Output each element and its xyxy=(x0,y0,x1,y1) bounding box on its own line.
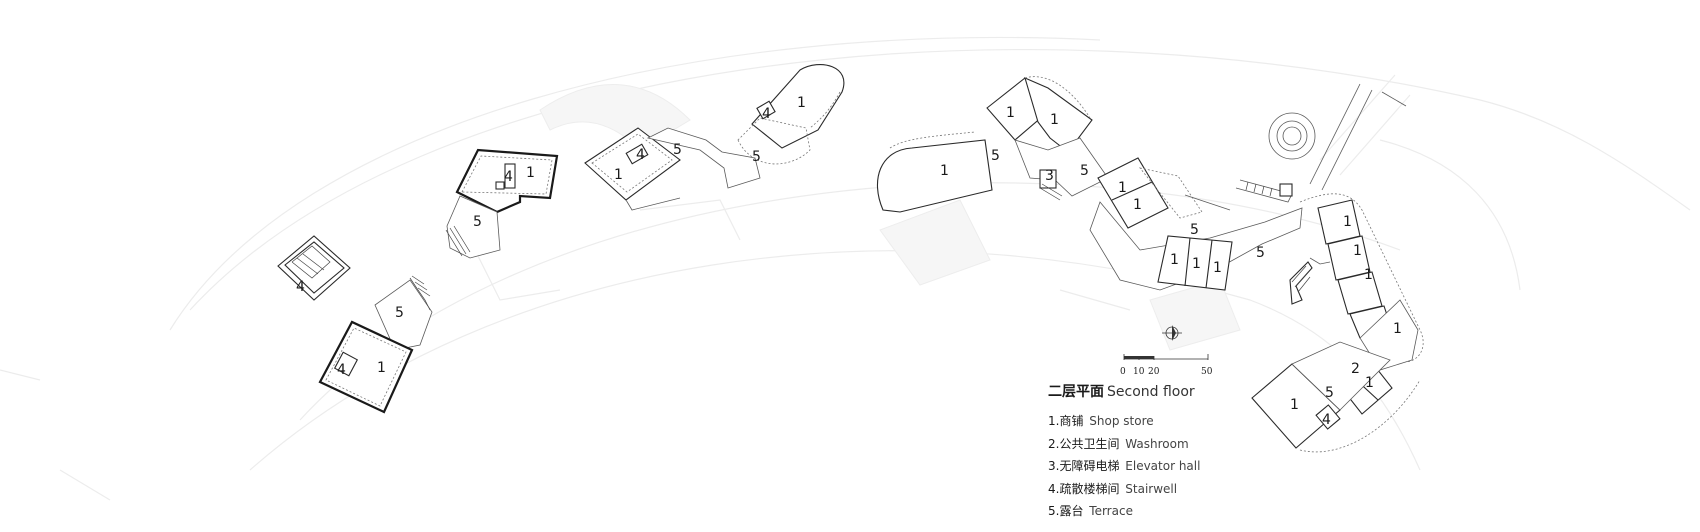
stair-ramp xyxy=(1289,257,1331,305)
zone-label-shop: 1 xyxy=(1170,252,1179,268)
building-f xyxy=(986,76,1109,201)
north-arrow xyxy=(1162,325,1182,341)
zone-label-shop: 1 xyxy=(1118,180,1127,196)
scale-tick-0: 0 xyxy=(1120,367,1126,377)
zone-label-shop: 1 xyxy=(1050,112,1059,128)
legend-title-en: Second floor xyxy=(1107,384,1195,400)
zone-label-shop: 1 xyxy=(1192,256,1201,272)
legend-item-zh: 5.露台 xyxy=(1048,504,1084,518)
zone-label-stair: 4 xyxy=(762,106,771,122)
zone-label-terrace: 5 xyxy=(673,142,682,158)
building-d xyxy=(584,127,761,211)
building-b xyxy=(318,275,433,414)
building-g xyxy=(1097,157,1203,229)
zone-label-terrace: 5 xyxy=(473,214,482,230)
legend-item-en: Elevator hall xyxy=(1125,459,1201,473)
zone-label-elevator: 3 xyxy=(1045,168,1054,184)
zone-label-stair: 4 xyxy=(337,362,346,378)
zone-label-shop: 1 xyxy=(526,165,535,181)
zone-label-shop: 1 xyxy=(1213,260,1222,276)
zone-label-terrace: 5 xyxy=(1190,222,1199,238)
zone-label-shop: 1 xyxy=(1133,197,1142,213)
zone-labels: 4 5 1 4 1 4 5 1 4 5 1 4 5 1 5 1 1 3 5 1 … xyxy=(296,95,1402,428)
legend-item-en: Shop store xyxy=(1089,414,1154,428)
scale-tick-50: 50 xyxy=(1201,367,1213,377)
zone-label-terrace: 5 xyxy=(1325,385,1334,401)
building-d2 xyxy=(737,63,845,165)
building-i xyxy=(1299,193,1424,371)
legend-item-en: Washroom xyxy=(1125,436,1189,451)
legend-title-zh: 二层平面 xyxy=(1048,384,1104,400)
legend-item-zh: 4.疏散楼梯间 xyxy=(1048,481,1120,496)
zone-label-shop: 1 xyxy=(940,163,949,179)
legend-item-washroom: 2.公共卫生间 Washroom xyxy=(1048,433,1308,456)
building-a xyxy=(277,235,351,301)
building-e xyxy=(876,131,993,213)
site-context xyxy=(0,36,1691,501)
roundabout xyxy=(1235,83,1407,203)
legend-item-terrace: 5.露台 Terrace xyxy=(1048,500,1308,523)
zone-label-stair: 4 xyxy=(1322,412,1331,428)
legend-item-zh: 3.无障碍电梯 xyxy=(1048,459,1120,473)
legend-item-en: Stairwell xyxy=(1125,481,1178,496)
building-h xyxy=(1157,235,1233,291)
legend-item-en: Terrace xyxy=(1089,504,1133,518)
zone-label-shop: 1 xyxy=(1365,375,1374,391)
building-c xyxy=(445,148,559,259)
zone-label-shop: 1 xyxy=(614,167,623,183)
zone-label-terrace: 5 xyxy=(752,149,761,165)
zone-label-shop: 1 xyxy=(1006,105,1015,121)
legend-item-zh: 2.公共卫生间 xyxy=(1048,436,1120,451)
zone-label-shop: 1 xyxy=(1393,321,1402,337)
scale-bar: 0 10 20 50 xyxy=(1120,354,1213,377)
legend-item-zh: 1.商铺 xyxy=(1048,414,1084,428)
zone-label-terrace: 5 xyxy=(395,305,404,321)
legend-item-shop: 1.商铺 Shop store xyxy=(1048,410,1308,433)
zone-label-stair: 4 xyxy=(636,147,645,163)
zone-label-terrace: 5 xyxy=(991,148,1000,164)
zone-label-shop: 1 xyxy=(1353,243,1362,259)
zone-label-shop: 1 xyxy=(377,360,386,376)
zone-label-washroom: 2 xyxy=(1351,361,1360,377)
scale-tick-20: 20 xyxy=(1148,367,1160,377)
zone-label-shop: 1 xyxy=(1343,214,1352,230)
zone-label-shop: 1 xyxy=(797,95,806,111)
zone-label-terrace: 5 xyxy=(1080,163,1089,179)
scale-tick-10: 10 xyxy=(1133,367,1145,377)
zone-label-stair: 4 xyxy=(296,279,305,295)
building-j xyxy=(1251,341,1421,453)
zone-label-shop: 1 xyxy=(1290,397,1299,413)
legend-item-stairwell: 4.疏散楼梯间 Stairwell xyxy=(1048,478,1308,501)
zone-label-terrace: 5 xyxy=(1256,245,1265,261)
zone-label-shop: 1 xyxy=(1364,267,1373,283)
zone-label-stair: 4 xyxy=(504,169,513,185)
legend-item-elevator: 3.无障碍电梯 Elevator hall xyxy=(1048,455,1308,478)
